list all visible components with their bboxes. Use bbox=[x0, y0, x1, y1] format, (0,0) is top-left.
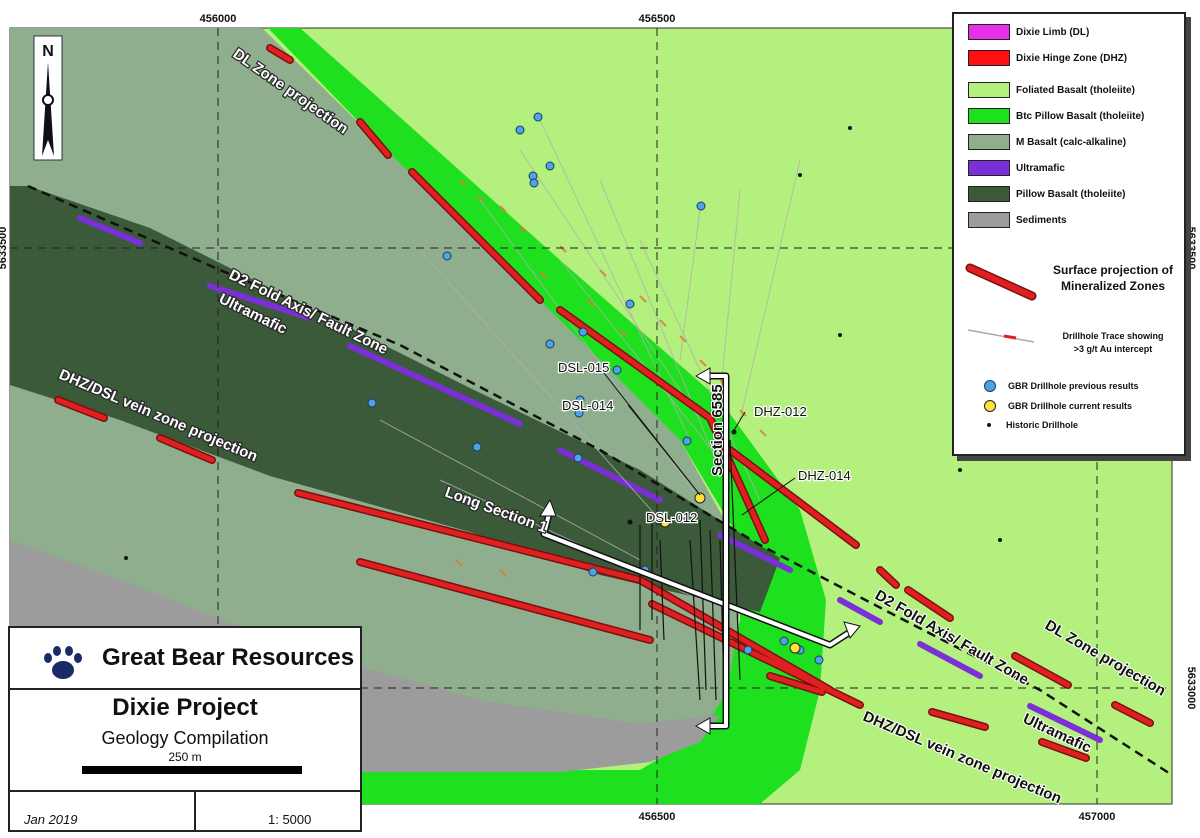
legend-swatch bbox=[968, 108, 1010, 124]
legend-row-btc-pillow-basalt: Btc Pillow Basalt (tholeiite) bbox=[968, 108, 1144, 124]
drillhole-label-dsl-012: DSL-012 bbox=[646, 510, 697, 525]
map-legend: Dixie Limb (DL) Dixie Hinge Zone (DHZ) F… bbox=[952, 12, 1186, 456]
x-label-bottom-456500: 456500 bbox=[639, 811, 676, 823]
btc-pillow-basalt-unit bbox=[268, 28, 826, 804]
drillhole-trace-line2: >3 g/t Au intercept bbox=[1073, 344, 1153, 354]
legend-swatch bbox=[968, 24, 1010, 40]
section-6585-arrow-fill bbox=[706, 374, 728, 728]
gbr-current-label: GBR Drillhole current results bbox=[1008, 401, 1133, 411]
drillhole-label-dsl-015: DSL-015 bbox=[558, 360, 609, 375]
legend-swatch bbox=[968, 134, 1010, 150]
drillhole-trace-label: Drillhole Trace showing >3 g/t Au interc… bbox=[1046, 330, 1180, 356]
map-subtitle: Geology Compilation bbox=[101, 728, 269, 748]
surface-projection-symbol bbox=[965, 263, 1037, 301]
legend-swatch bbox=[968, 50, 1010, 66]
legend-row-pillow-basalt: Pillow Basalt (tholeiite) bbox=[968, 186, 1125, 202]
legend-label: Ultramafic bbox=[1016, 162, 1065, 174]
legend-row-historic: Historic Drillhole bbox=[984, 420, 1078, 430]
section-arrowhead-bottom bbox=[694, 717, 711, 735]
bear-paw-icon bbox=[44, 646, 82, 679]
d2-fold-axis bbox=[27, 184, 1173, 777]
drillhole-trace-line1: Drillhole Trace showing bbox=[1062, 331, 1164, 341]
y-label-left-5633500: 5633500 bbox=[0, 227, 9, 270]
legend-row-gbr-current: GBR Drillhole current results bbox=[984, 400, 1132, 412]
long-section-arrowhead-se bbox=[843, 621, 861, 639]
gbr-previous-label: GBR Drillhole previous results bbox=[1008, 381, 1139, 391]
north-label: N bbox=[42, 43, 54, 60]
legend-label: Dixie Limb (DL) bbox=[1016, 26, 1090, 38]
historic-label: Historic Drillhole bbox=[1006, 420, 1079, 430]
mineralized-zone-projections bbox=[54, 44, 1154, 762]
north-arrow: N bbox=[33, 35, 63, 161]
title-divider bbox=[10, 688, 360, 690]
drillhole-trace-symbol bbox=[967, 329, 1035, 343]
x-label-456000: 456000 bbox=[200, 13, 237, 25]
pillow-basalt-unit bbox=[10, 186, 780, 612]
legend-label: M Basalt (calc-alkaline) bbox=[1016, 136, 1127, 148]
legend-row-dixie-limb: Dixie Limb (DL) bbox=[968, 24, 1089, 40]
long-section-arrow-fill bbox=[542, 509, 852, 647]
y-label-right-5633000: 5633000 bbox=[1185, 667, 1197, 710]
long-section-arrowhead-nw bbox=[539, 498, 557, 517]
drillhole-label-dhz-014: DHZ-014 bbox=[798, 468, 851, 483]
company-name: Great Bear Resources bbox=[102, 644, 355, 671]
drillhole-leaders bbox=[599, 367, 796, 516]
x-label-456500: 456500 bbox=[639, 13, 676, 25]
legend-row-gbr-previous: GBR Drillhole previous results bbox=[984, 380, 1139, 392]
legend-label: Pillow Basalt (tholeiite) bbox=[1016, 188, 1126, 200]
legend-swatch bbox=[968, 160, 1010, 176]
legend-row-dixie-hinge: Dixie Hinge Zone (DHZ) bbox=[968, 50, 1127, 66]
section-6585-label: Section 6585 bbox=[709, 384, 726, 476]
drillhole-label-dhz-012: DHZ-012 bbox=[754, 404, 807, 419]
legend-row-m-basalt: M Basalt (calc-alkaline) bbox=[968, 134, 1126, 150]
title-block: Great Bear Resources Dixie Project Geolo… bbox=[8, 626, 362, 832]
legend-swatch bbox=[968, 212, 1010, 228]
yellow-dot-icon bbox=[984, 400, 996, 412]
au-intercepts bbox=[455, 179, 767, 577]
legend-row-foliated-basalt: Foliated Basalt (tholeiite) bbox=[968, 82, 1135, 98]
surface-projection-line1: Surface projection of bbox=[1052, 263, 1174, 277]
surface-projection-label: Surface projection of Mineralized Zones bbox=[1046, 262, 1180, 294]
historic-drillhole-traces bbox=[639, 439, 741, 701]
black-dot-icon bbox=[987, 423, 991, 427]
legend-label: Btc Pillow Basalt (tholeiite) bbox=[1016, 110, 1145, 122]
legend-row-ultramafic: Ultramafic bbox=[968, 160, 1065, 176]
coordinate-labels: 456000 456500 456500 457000 5633500 5633… bbox=[0, 13, 1197, 823]
drillhole-label-dsl-014: DSL-014 bbox=[562, 398, 613, 413]
legend-label: Sediments bbox=[1016, 214, 1067, 226]
legend-swatch bbox=[968, 186, 1010, 202]
ultramafic-slivers bbox=[77, 215, 1103, 743]
scale-text: 250 m bbox=[168, 750, 202, 764]
x-label-bottom-457000: 457000 bbox=[1079, 811, 1116, 823]
legend-row-sediments: Sediments bbox=[968, 212, 1067, 228]
scale-bar bbox=[82, 766, 302, 774]
legend-label: Dixie Hinge Zone (DHZ) bbox=[1016, 52, 1128, 64]
legend-label: Foliated Basalt (tholeiite) bbox=[1016, 84, 1135, 96]
map-scale-ratio: 1: 5000 bbox=[268, 812, 312, 827]
footer-divider bbox=[10, 790, 360, 792]
legend-swatch bbox=[968, 82, 1010, 98]
surface-projection-line2: Mineralized Zones bbox=[1060, 279, 1166, 293]
footer-separator bbox=[194, 792, 196, 832]
project-name: Dixie Project bbox=[112, 694, 258, 721]
blue-dot-icon bbox=[984, 380, 996, 392]
section-arrowhead-top bbox=[694, 367, 711, 385]
map-date: Jan 2019 bbox=[24, 812, 78, 827]
gbr-previous-drillholes bbox=[367, 112, 824, 665]
y-label-right-5633500: 5633500 bbox=[1185, 227, 1197, 270]
